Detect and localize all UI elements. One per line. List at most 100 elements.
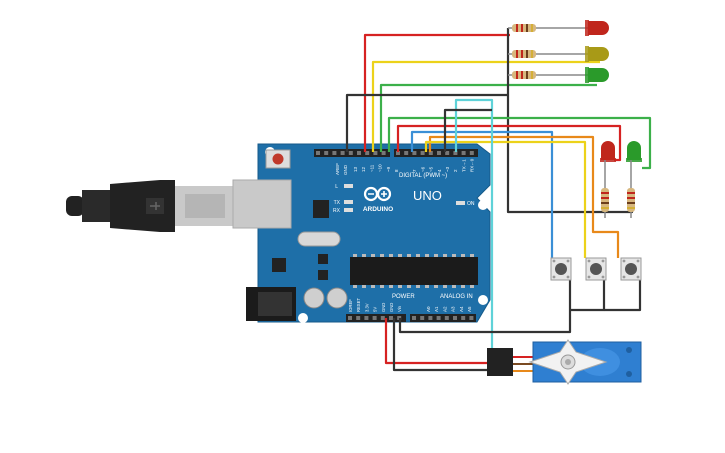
wire-blue-pin5 — [410, 130, 554, 258]
wires — [345, 28, 652, 372]
power-pin-label: Vin — [397, 305, 402, 312]
header-hole[interactable] — [445, 151, 450, 155]
digital-pin-label: ~10 — [378, 164, 383, 172]
header-hole[interactable] — [364, 316, 369, 320]
digital-pin-label: 12 — [361, 166, 366, 172]
header-hole[interactable] — [332, 151, 337, 155]
capacitor — [303, 287, 325, 309]
chip-pin — [353, 285, 357, 288]
push-button[interactable] — [585, 257, 607, 281]
header-holes — [316, 151, 474, 320]
board-led-on — [456, 201, 465, 205]
digital-pin-label: ~5 — [429, 166, 434, 172]
header-hole[interactable] — [316, 151, 320, 155]
push-button[interactable] — [620, 257, 642, 281]
chip-pin — [416, 285, 420, 288]
header-hole[interactable] — [404, 151, 409, 155]
led-green-top[interactable] — [585, 67, 609, 83]
mount-hole — [478, 295, 488, 305]
servo-shaft-screw — [565, 359, 571, 365]
regulator-chip — [272, 258, 286, 272]
analog-pin-label: A2 — [442, 306, 447, 312]
header-hole[interactable] — [389, 316, 393, 320]
digital-pin-label: 2 — [453, 169, 458, 172]
header-hole[interactable] — [324, 151, 329, 155]
resistor-right-1 — [601, 188, 609, 212]
analog-pin-label: A3 — [451, 306, 456, 312]
header-hole[interactable] — [437, 151, 441, 155]
header-hole[interactable] — [461, 151, 466, 155]
header-hole[interactable] — [365, 151, 370, 155]
header-hole[interactable] — [356, 316, 361, 320]
servo-connector — [487, 348, 513, 376]
mount-hole — [298, 313, 308, 323]
chip-pin — [371, 254, 375, 257]
digital-pin-label: 13 — [353, 166, 358, 172]
push-button[interactable] — [550, 257, 572, 281]
resistor-top-2 — [508, 50, 590, 58]
chip-pin — [443, 285, 447, 288]
digital-header-label: DIGITAL (PWM ~) — [399, 173, 447, 179]
label-rx: RX — [333, 208, 341, 214]
header-hole[interactable] — [420, 316, 425, 320]
wire-cyan-servo-signal — [454, 98, 494, 350]
led-green-right[interactable] — [626, 141, 642, 162]
wire-black-gnd-top — [345, 93, 508, 152]
board-led-tx — [344, 200, 353, 204]
reset-button-cap[interactable] — [272, 153, 284, 165]
header-hole[interactable] — [348, 316, 352, 320]
header-hole[interactable] — [373, 151, 378, 155]
resistor-top-1 — [508, 24, 590, 32]
power-jack-inner — [258, 292, 292, 316]
right-led-group — [600, 141, 642, 218]
led-yellow-top[interactable] — [585, 46, 609, 62]
header-hole[interactable] — [469, 151, 474, 155]
usb-chip — [313, 200, 329, 218]
header-hole[interactable] — [436, 316, 441, 320]
label-aref: AREF — [335, 163, 340, 175]
board-led-l — [344, 184, 353, 188]
chip-pin — [407, 254, 411, 257]
digital-pin-label: ~3 — [445, 166, 450, 172]
chip-pin — [362, 285, 366, 288]
led-red-top[interactable] — [585, 20, 609, 36]
analog-header-label: ANALOG IN — [440, 294, 473, 300]
chip-pin — [470, 285, 474, 288]
header-hole[interactable] — [412, 151, 417, 155]
header-hole[interactable] — [381, 151, 386, 155]
digital-pin-label: TX→1 — [461, 159, 466, 172]
header-hole[interactable] — [469, 316, 474, 320]
small-chip — [318, 270, 328, 280]
header-hole[interactable] — [453, 151, 458, 155]
chip-pin — [380, 254, 384, 257]
header-hole[interactable] — [461, 316, 466, 320]
header-hole[interactable] — [340, 151, 345, 155]
power-pin-label: GND — [381, 303, 386, 312]
power-pin-label: GND — [389, 303, 394, 312]
header-hole[interactable] — [444, 316, 449, 320]
wire-yellow-pin4 — [424, 140, 587, 258]
chip-pin — [371, 285, 375, 288]
chip-pin — [353, 254, 357, 257]
chip-pin — [380, 285, 384, 288]
wire-green-pin10 — [379, 83, 597, 152]
header-hole[interactable] — [412, 316, 416, 320]
header-hole[interactable] — [420, 151, 425, 155]
label-tx: TX — [334, 200, 341, 206]
header-hole[interactable] — [428, 151, 433, 155]
header-hole[interactable] — [453, 316, 457, 320]
header-hole[interactable] — [348, 151, 353, 155]
digital-pin-label: ~9 — [386, 166, 391, 172]
header-hole[interactable] — [372, 316, 377, 320]
chip-pins — [353, 254, 474, 288]
chip-pin — [425, 285, 429, 288]
push-buttons — [550, 257, 642, 281]
header-hole[interactable] — [428, 316, 433, 320]
header-hole[interactable] — [357, 151, 361, 155]
chip-pin — [398, 285, 402, 288]
header-hole[interactable] — [380, 316, 385, 320]
wire-red-5v-servo — [384, 318, 492, 365]
led-red-right[interactable] — [600, 141, 616, 162]
header-hole[interactable] — [396, 151, 400, 155]
